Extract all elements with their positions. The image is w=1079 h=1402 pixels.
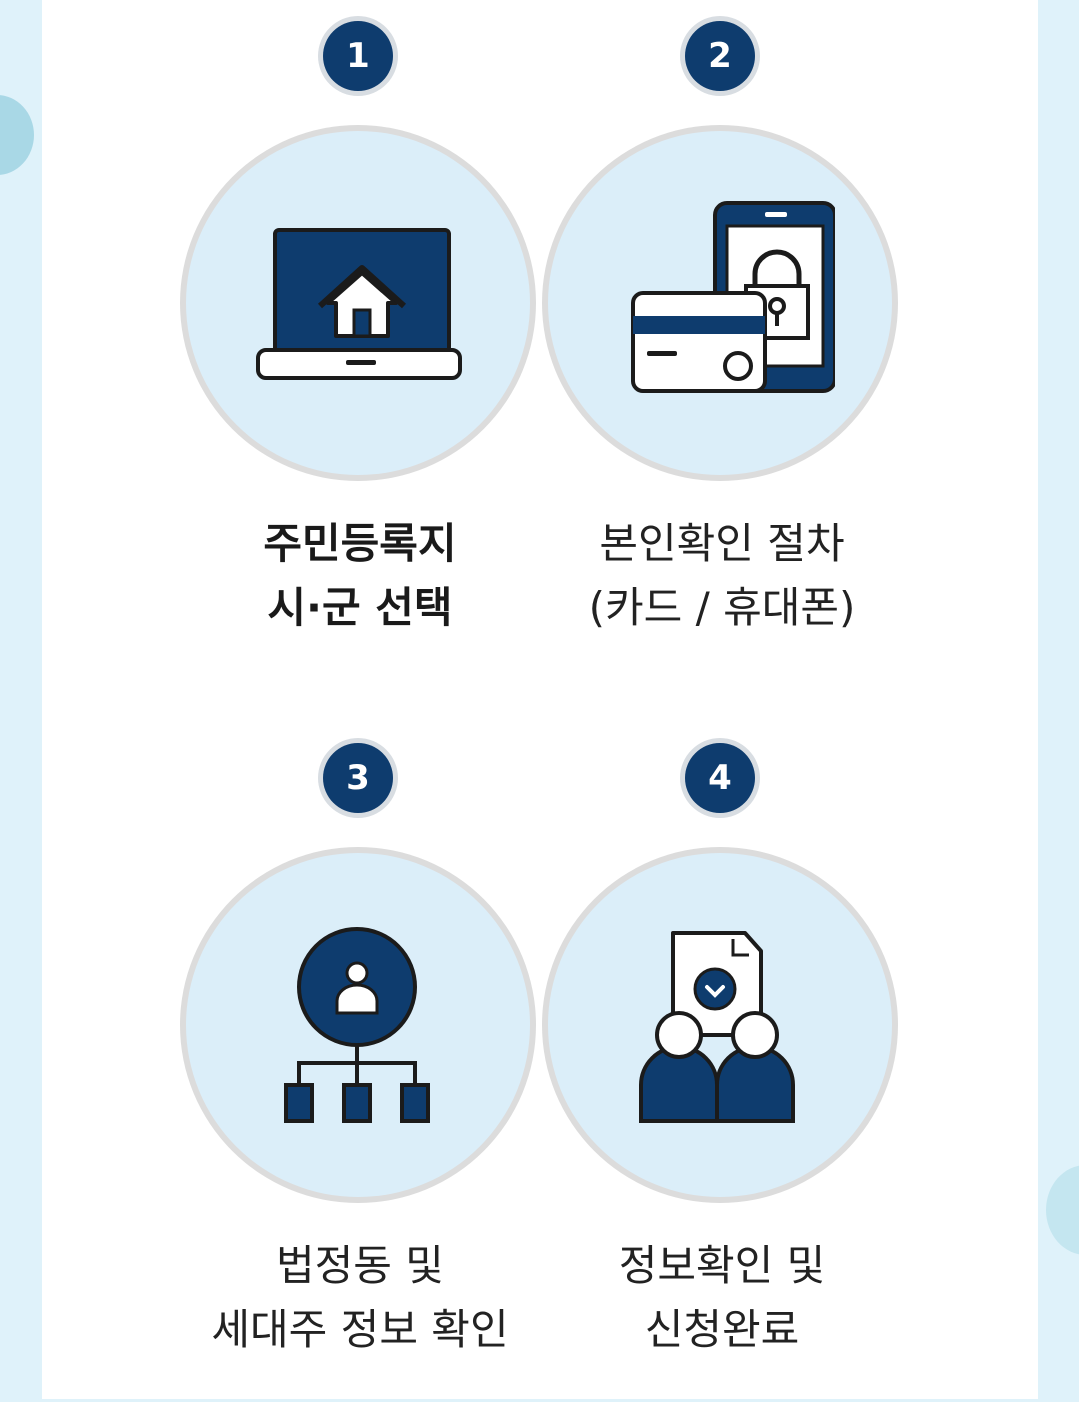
step-icon-circle — [180, 847, 536, 1203]
step-number-badge: 4 — [680, 738, 760, 818]
decorative-blob-right — [1046, 1165, 1079, 1255]
step-4: 4 정보확인 및 신청완료 — [542, 722, 902, 1402]
step-caption: 법정동 및 세대주 정보 확인 — [150, 1234, 570, 1362]
card-phone-lock-icon — [631, 201, 835, 393]
step-number-badge: 3 — [318, 738, 398, 818]
step-number: 2 — [685, 21, 755, 91]
step-caption: 주민등록지 시·군 선택 — [150, 512, 570, 640]
step-icon-circle — [542, 125, 898, 481]
step-icon-circle — [542, 847, 898, 1203]
step-caption-line1: 정보확인 및 — [618, 1241, 826, 1290]
step-number-badge: 1 — [318, 16, 398, 96]
step-number-badge: 2 — [680, 16, 760, 96]
step-number: 4 — [685, 743, 755, 813]
step-1: 1 주민등록지 시·군 선택 — [180, 0, 540, 680]
step-2: 2 본인확인 절차 (카드 / — [542, 0, 902, 680]
step-number: 3 — [323, 743, 393, 813]
step-caption: 정보확인 및 신청완료 — [512, 1234, 932, 1362]
step-number: 1 — [323, 21, 393, 91]
laptop-home-icon — [256, 228, 462, 380]
step-caption-line2: 시·군 선택 — [267, 583, 453, 632]
step-caption-line2: 신청완료 — [644, 1305, 800, 1354]
person-hierarchy-icon — [284, 927, 430, 1123]
step-caption-line2: (카드 / 휴대폰) — [588, 583, 856, 632]
step-caption-line2: 세대주 정보 확인 — [211, 1305, 509, 1354]
step-icon-circle — [180, 125, 536, 481]
step-caption: 본인확인 절차 (카드 / 휴대폰) — [512, 512, 932, 640]
step-3: 3 법정동 및 세대주 정보 확인 — [180, 722, 540, 1402]
step-caption-line1: 법정동 및 — [276, 1241, 444, 1290]
decorative-blob-left — [0, 95, 34, 175]
step-caption-line1: 본인확인 절차 — [599, 519, 845, 568]
step-caption-line1: 주민등록지 — [263, 519, 457, 568]
steps-panel: 1 주민등록지 시·군 선택 2 — [42, 0, 1038, 1399]
people-document-icon — [639, 931, 795, 1123]
